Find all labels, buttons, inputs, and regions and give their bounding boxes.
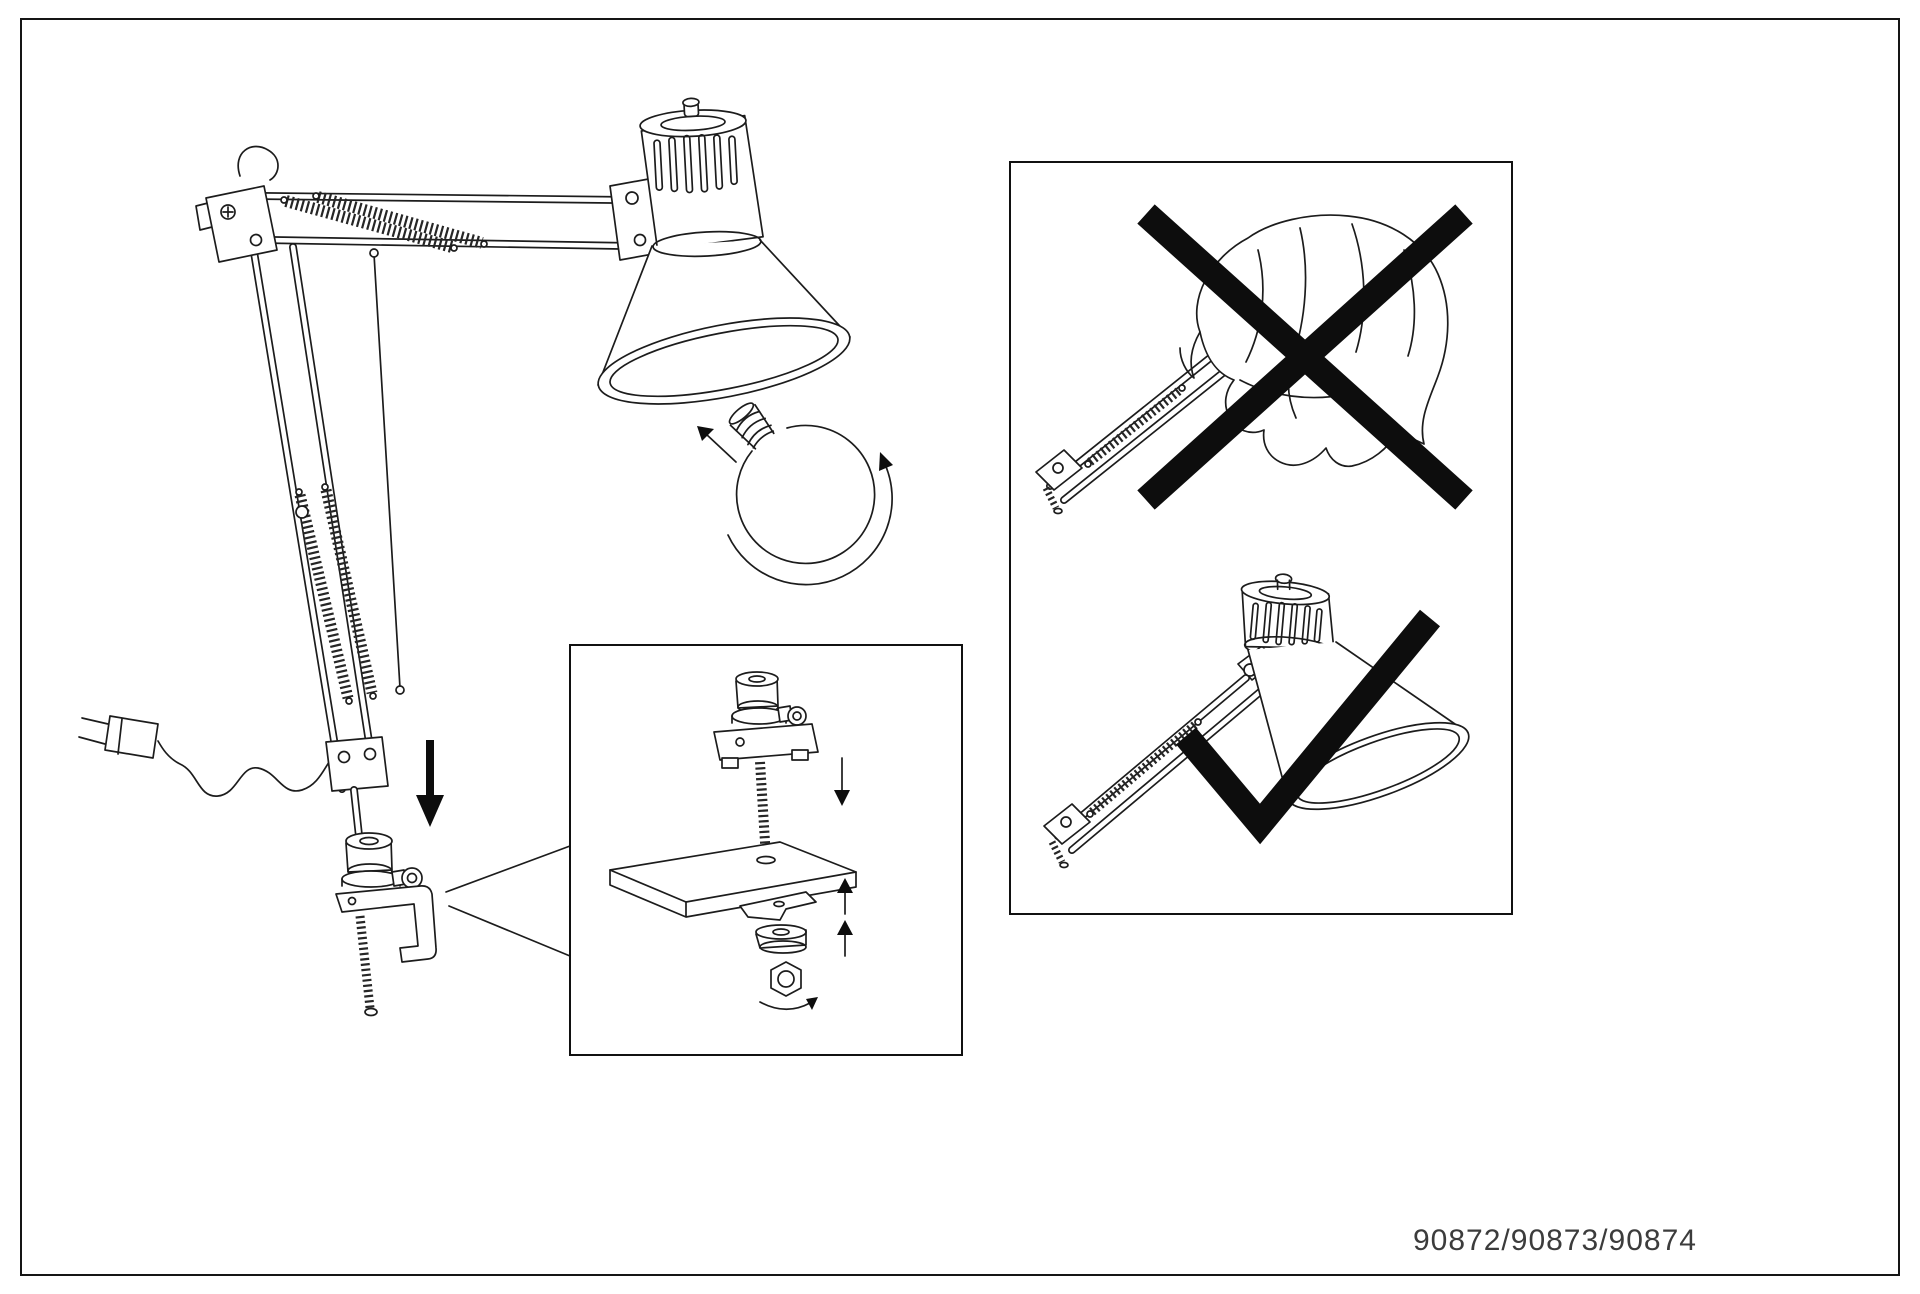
lamp-head: [597, 97, 851, 405]
upper-arm-springs: [280, 191, 488, 253]
upper-arm: [258, 191, 632, 253]
power-plug: [78, 715, 159, 759]
inset-up-arrow-1: [837, 878, 853, 915]
inset-turn-arrow: [759, 997, 818, 1011]
model-numbers: 90872/90873/90874: [1413, 1224, 1697, 1257]
x-mark: [1137, 204, 1473, 510]
base-assembly: [325, 736, 437, 1017]
table-clamp: [335, 885, 437, 1017]
lamp-cap: [639, 97, 764, 252]
check-mark: [1176, 609, 1441, 845]
inset-table-board: [609, 841, 857, 918]
elbow-bracket: [195, 145, 279, 263]
inset-hex-nut: [770, 961, 802, 997]
allowed-illustration: [1043, 573, 1470, 869]
lower-arm: [250, 243, 405, 793]
prohibited-illustration: [1035, 204, 1473, 515]
clamp-socket: [341, 832, 423, 889]
inset-socket: [713, 671, 819, 769]
allowed-lamp-cap: [1240, 573, 1336, 661]
inset-up-arrow-2: [837, 920, 853, 957]
cord-and-plug: [78, 715, 339, 797]
inset-wing-bracket: [739, 891, 817, 921]
inset-washer-cup: [755, 924, 807, 954]
bulb-screw-base: [728, 402, 775, 450]
page-border: [20, 18, 1900, 1276]
light-bulb: [697, 402, 893, 586]
lamp-shade: [597, 230, 851, 405]
inset-detail-box: [569, 644, 963, 1056]
inset-down-arrow: [834, 757, 850, 806]
vent-slots: [653, 133, 738, 194]
callout-lines: [445, 845, 571, 957]
lower-arm-springs: [294, 483, 378, 705]
rotate-arrow: [727, 452, 893, 586]
down-arrow: [416, 740, 444, 827]
inset-screw-rod: [755, 761, 771, 859]
usage-panel: [1009, 161, 1513, 915]
insert-arrow: [697, 426, 737, 463]
